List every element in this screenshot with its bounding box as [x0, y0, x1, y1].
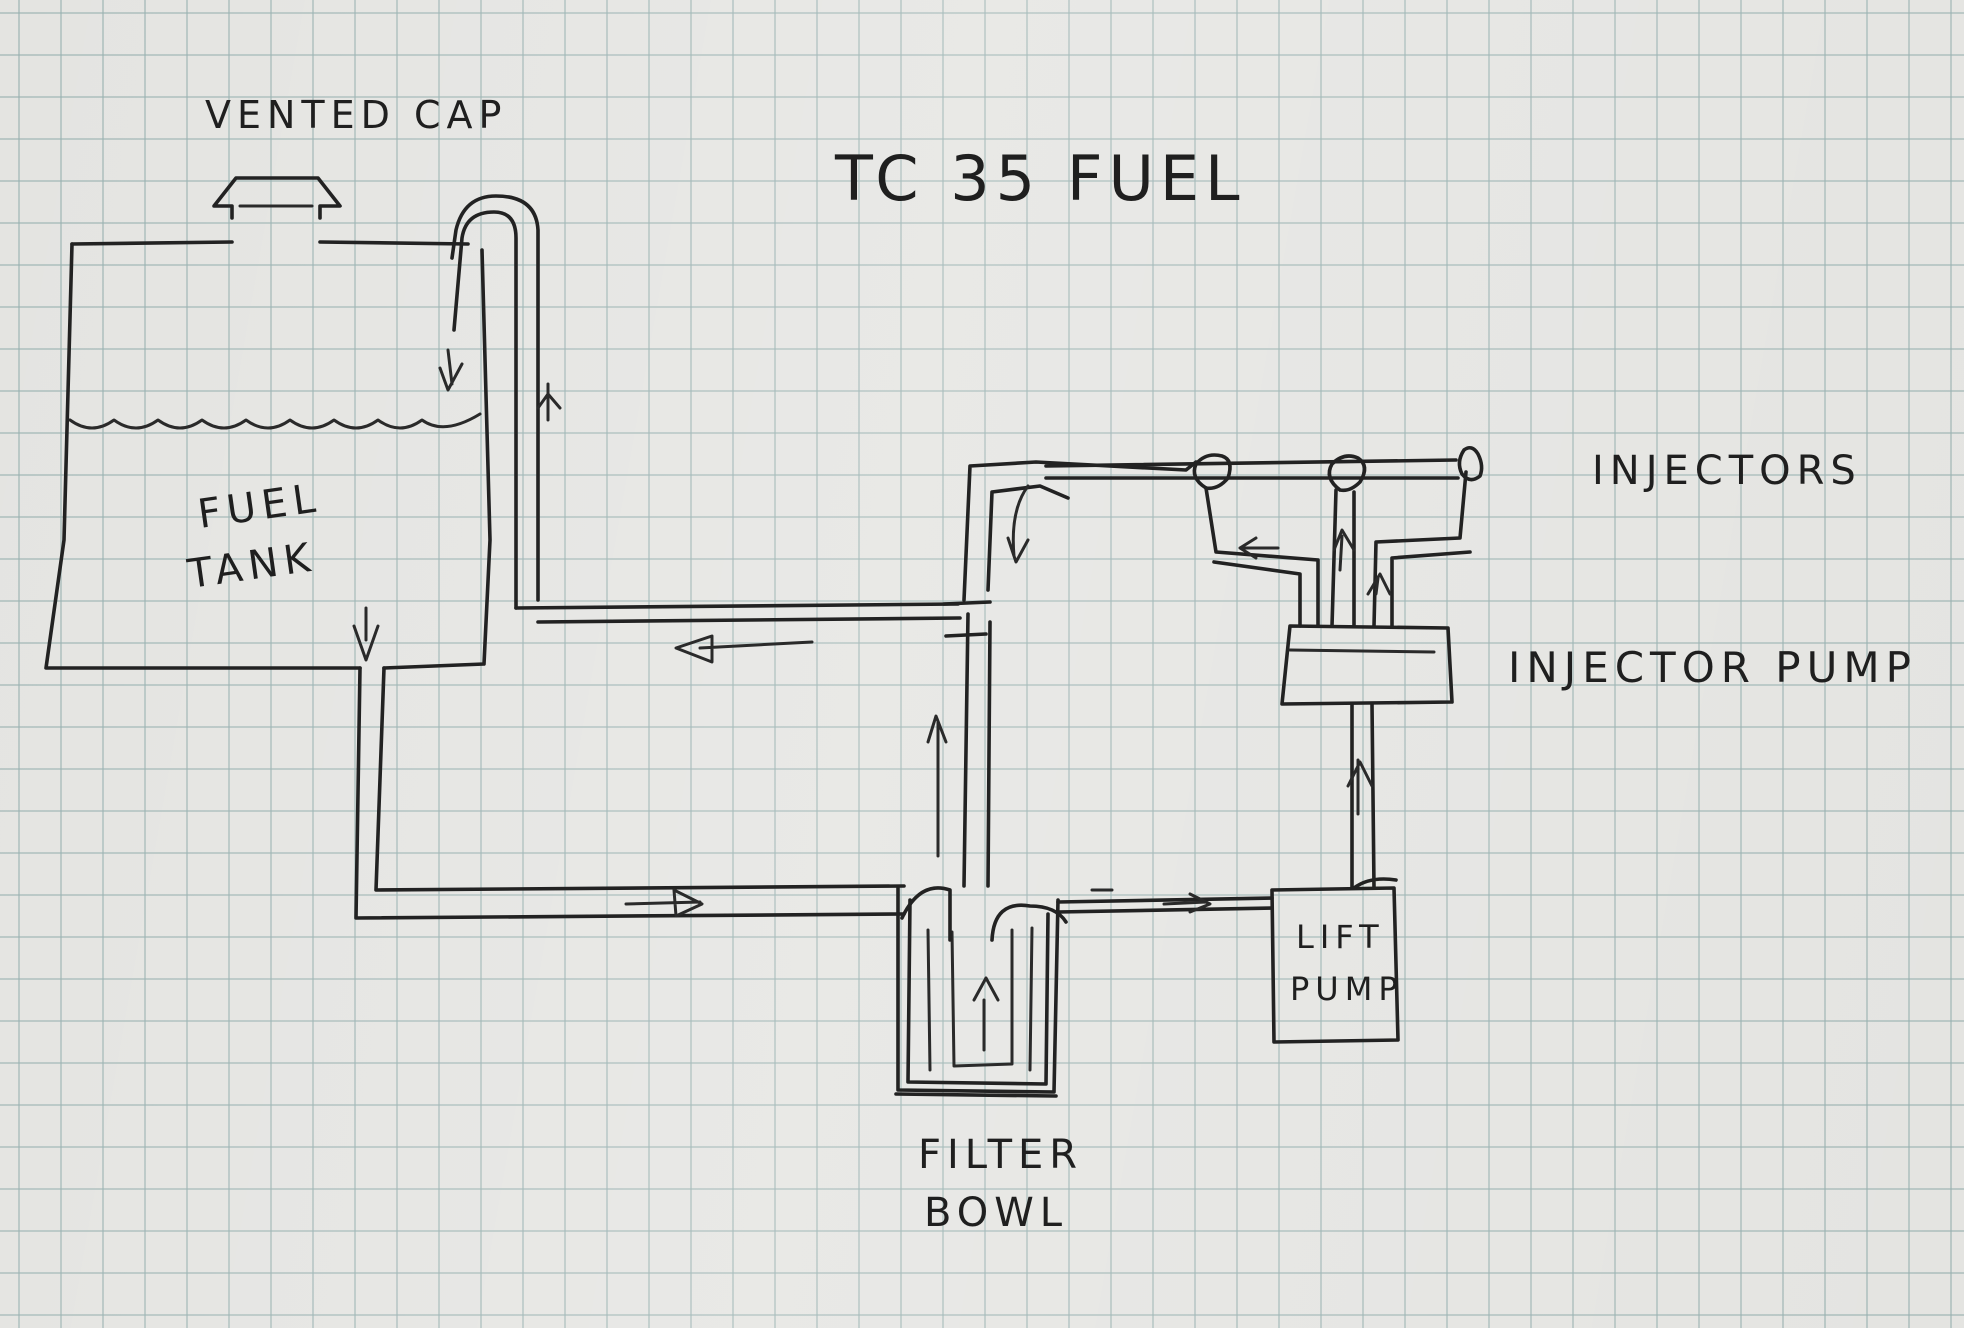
fuel-tank: [44, 240, 492, 670]
fuel-tank-label-line1: FUEL: [195, 475, 324, 538]
return-line: [438, 194, 962, 664]
injector-pump: [1280, 624, 1454, 706]
diagram-title: TC 35 FUEL: [834, 142, 1246, 215]
line-filter-to-lift-pump: [1056, 888, 1274, 914]
filter-bowl-label-line2: BOWL: [924, 1190, 1068, 1236]
vented-cap: [212, 176, 342, 220]
filter-bowl-label-line1: FILTER: [918, 1132, 1083, 1178]
lift-pump-label-line2: PUMP: [1290, 970, 1404, 1008]
vented-cap-label: VENTED CAP: [205, 93, 507, 137]
bleed-line-filter-to-top: [926, 460, 1198, 888]
lift-pump: [1270, 877, 1400, 1044]
injector-1: [1192, 453, 1232, 491]
supply-line-tank-to-filter: [354, 666, 906, 920]
injector-3: [1457, 445, 1484, 482]
line-lift-to-injector-pump: [1346, 702, 1376, 890]
injector-rail: [1044, 458, 1460, 480]
lift-pump-label-line1: LIFT: [1296, 918, 1385, 956]
injector-lines: [1204, 470, 1472, 628]
injectors-label: INJECTORS: [1592, 448, 1862, 494]
fuel-tank-label-line2: TANK: [184, 534, 319, 598]
injector-pump-label: INJECTOR PUMP: [1508, 643, 1917, 692]
injector-2: [1327, 454, 1367, 493]
filter-bowl: [894, 886, 1068, 1098]
